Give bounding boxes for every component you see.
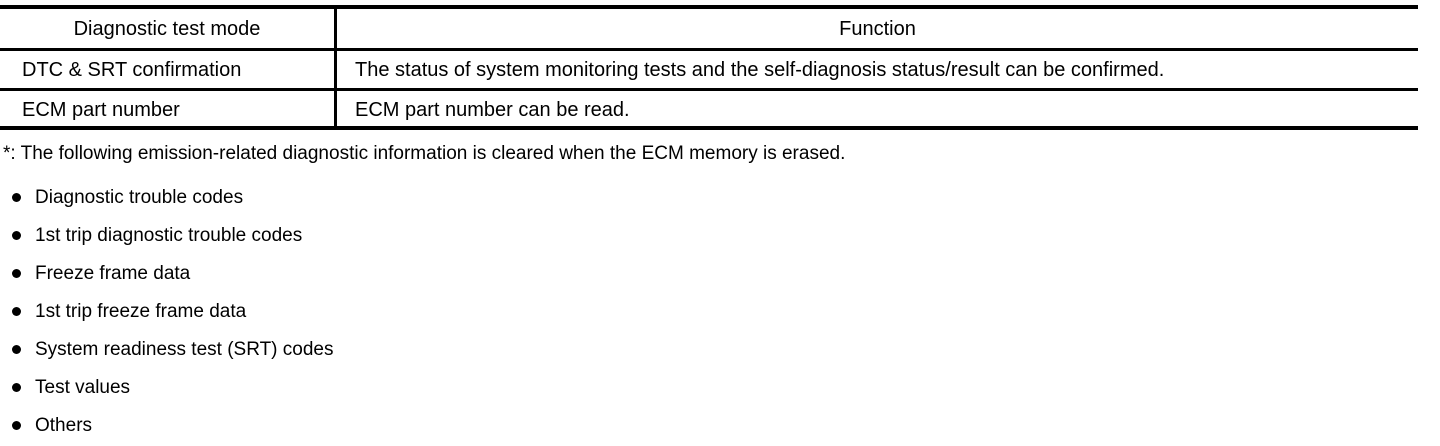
bullet-icon [12, 193, 21, 202]
footnote-text: *: The following emission-related diagno… [3, 143, 846, 164]
table-bottom-border [0, 126, 1418, 130]
table-header-diagnostic-test-mode: Diagnostic test mode [73, 18, 261, 40]
table-cell-function-dtc-srt-confirmation: The status of system monitoring tests an… [355, 59, 1165, 81]
list-item-label: System readiness test (SRT) codes [35, 339, 334, 360]
list-item-label: Freeze frame data [35, 263, 191, 284]
bullet-icon [12, 231, 21, 240]
bullet-icon [12, 345, 21, 354]
list-item: 1st trip diagnostic trouble codes [0, 218, 1440, 256]
bullet-icon [12, 383, 21, 392]
list-item: Diagnostic trouble codes [0, 180, 1440, 218]
list-item: Freeze frame data [0, 256, 1440, 294]
table-cell-function-ecm-part-number: ECM part number can be read. [355, 99, 630, 121]
bullet-icon [12, 269, 21, 278]
diagnostic-test-mode-table: Diagnostic test mode Function DTC & SRT … [0, 5, 1418, 130]
list-item: Test values [0, 370, 1440, 408]
table-cell-mode-dtc-srt-confirmation: DTC & SRT confirmation [22, 59, 242, 81]
bullet-icon [12, 307, 21, 316]
list-item-label: Diagnostic trouble codes [35, 187, 244, 208]
list-item-label: 1st trip diagnostic trouble codes [35, 225, 303, 246]
table-cell-mode-ecm-part-number: ECM part number [22, 99, 180, 121]
table-row-divider [0, 88, 1418, 91]
bullet-icon [12, 421, 21, 430]
table-header-function: Function [839, 18, 916, 40]
table-column-divider [334, 5, 337, 130]
list-item: 1st trip freeze frame data [0, 294, 1440, 332]
list-item-label: Test values [35, 377, 131, 398]
list-item: System readiness test (SRT) codes [0, 332, 1440, 370]
list-item: Others [0, 408, 1440, 446]
table-header-divider [0, 48, 1418, 51]
table-top-border [0, 5, 1418, 9]
cleared-information-list: Diagnostic trouble codes 1st trip diagno… [0, 180, 1440, 446]
list-item-label: Others [35, 415, 93, 436]
list-item-label: 1st trip freeze frame data [35, 301, 247, 322]
